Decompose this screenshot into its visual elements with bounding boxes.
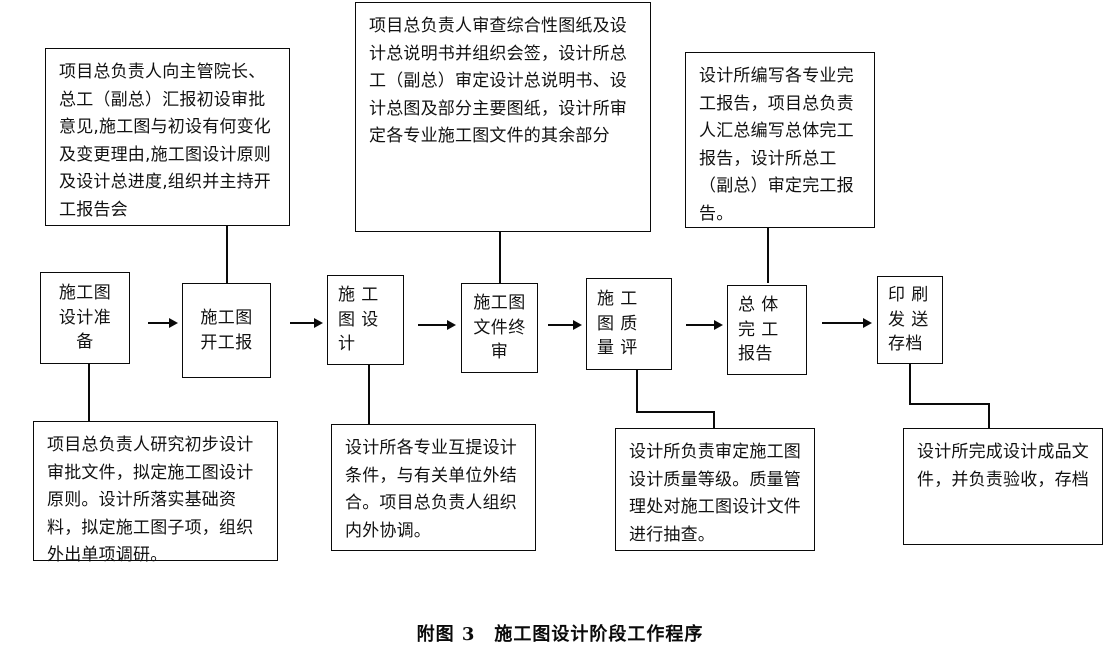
connector-archive-note-seg1 (909, 364, 911, 404)
note-box-final-review: 项目总负责人审查综合性图纸及设计总说明书并组织会签，设计所总工（副总）审定设计总… (355, 2, 651, 232)
step-label-design: 施 工 图 设 计 (338, 285, 379, 355)
step-box-report[interactable]: 总 体 完 工 报告 (727, 285, 807, 375)
flow-arrow-prep-to-kickoff (148, 318, 178, 328)
step-box-final-review[interactable]: 施工图 文件终 审 (461, 283, 538, 373)
figure-caption: 附图 3 施工图设计阶段工作程序 (416, 624, 704, 645)
note-box-archive: 设计所完成设计成品文件，并负责验收，存档 (903, 428, 1103, 545)
step-label-prep: 施工图 设计准 备 (58, 283, 112, 353)
step-label-quality: 施 工 图 质 量 评 (597, 289, 638, 359)
connector-quality-note-seg1 (636, 370, 638, 412)
step-box-prep[interactable]: 施工图 设计准 备 (40, 272, 130, 364)
note-box-design: 设计所各专业互提设计条件，与有关单位外结合。项目总负责人组织内外协调。 (331, 424, 536, 551)
step-label-kickoff: 施工图 开工报 (200, 307, 253, 353)
connector-prep-note (88, 364, 90, 421)
connector-quality-note-seg3 (713, 411, 715, 428)
note-box-quality: 设计所负责审定施工图设计质量等级。质量管理处对施工图设计文件进行抽查。 (615, 428, 815, 551)
connector-quality-note-seg2 (636, 411, 714, 413)
step-box-quality[interactable]: 施 工 图 质 量 评 (586, 278, 672, 370)
flow-arrow-quality-to-report (686, 320, 723, 330)
connector-archive-note-seg2 (909, 403, 989, 405)
flow-arrow-design-to-final-review (418, 320, 456, 330)
flow-arrow-kickoff-to-design (290, 318, 323, 328)
connector-final-review-note (499, 232, 501, 283)
step-label-archive: 印 刷 发 送 存档 (888, 285, 929, 355)
step-box-archive[interactable]: 印 刷 发 送 存档 (877, 276, 943, 364)
connector-design-note (368, 365, 370, 424)
step-label-final-review: 施工图 文件终 审 (473, 293, 526, 363)
connector-archive-note-seg3 (988, 403, 990, 428)
flow-arrow-report-to-archive (822, 318, 872, 328)
flow-arrow-final-review-to-quality (548, 320, 582, 330)
connector-kickoff-note (226, 226, 228, 283)
step-label-report: 总 体 完 工 报告 (738, 295, 779, 365)
note-box-report: 设计所编写各专业完工报告，项目总负责人汇总编写总体完工报告，设计所总工（副总）审… (685, 52, 875, 228)
step-box-kickoff[interactable]: 施工图 开工报 (182, 283, 271, 378)
step-box-design[interactable]: 施 工 图 设 计 (327, 275, 404, 365)
note-box-prep: 项目总负责人研究初步设计审批文件，拟定施工图设计原则。设计所落实基础资料，拟定施… (33, 421, 278, 565)
connector-report-note (767, 228, 769, 283)
note-box-kickoff: 项目总负责人向主管院长、总工（副总）汇报初设审批意见,施工图与初设有何变化及变更… (45, 48, 290, 226)
